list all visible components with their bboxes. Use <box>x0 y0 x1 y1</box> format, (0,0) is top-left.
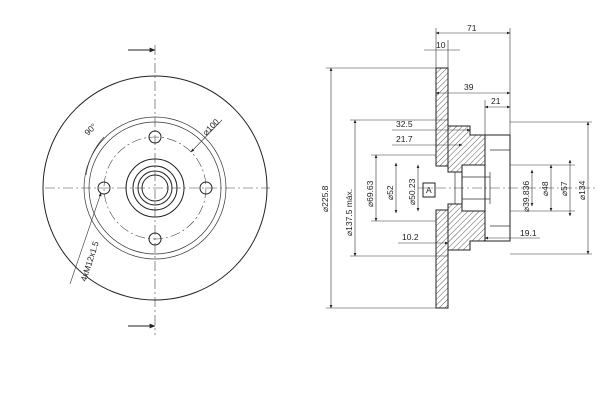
dim-10-label: 10 <box>436 40 446 50</box>
section-view: A 71 10 39 21 32.5 21.7 10.2 19.1 ⌀225.8… <box>320 23 595 309</box>
bolt-hole-right <box>199 181 213 195</box>
dim-21-label: 21 <box>491 96 501 106</box>
dim-69-63-label: ⌀69.63 <box>365 180 375 207</box>
bolt-hole-left <box>97 181 111 195</box>
dim-10-2-label: 10.2 <box>402 232 419 242</box>
dim-21-7-label: 21.7 <box>396 134 413 144</box>
dim-19-1-label: 19.1 <box>520 228 537 238</box>
pcd-leader <box>190 119 223 153</box>
dim-32-5-label: 32.5 <box>396 119 413 129</box>
pcd-label: ⌀100 <box>200 117 221 138</box>
datum-label: A <box>426 185 432 195</box>
angle-label: 90° <box>82 121 98 137</box>
dim-52-label: ⌀52 <box>385 185 395 200</box>
bolt-label: 4xM12x1.5 <box>78 240 100 283</box>
dim-39-label: 39 <box>464 82 474 92</box>
hat-outer-edge <box>88 121 222 255</box>
datum-box <box>422 182 436 198</box>
braking-track-inner-edge <box>83 116 227 260</box>
bolt-pitch-circle <box>103 136 207 240</box>
hub-ring-3 <box>137 170 173 206</box>
bolt-hole-bottom <box>148 232 162 246</box>
dim-39-836-label: ⌀39.836 <box>521 181 531 212</box>
disc-flange-lower <box>435 209 449 309</box>
hub-outer-ring <box>125 158 185 218</box>
dim-50-23-label: ⌀50.23 <box>407 178 417 205</box>
disc-flange-upper <box>435 67 449 167</box>
disc-outer-edge <box>42 75 268 301</box>
dim-225-8-label: ⌀225.8 <box>320 185 330 212</box>
dim-137-5-label: ⌀137.5 máx. <box>344 189 354 236</box>
dim-48-label: ⌀48 <box>540 181 550 196</box>
angle-arc <box>85 136 105 176</box>
dim-57-label: ⌀57 <box>559 181 569 196</box>
dim-71-label: 71 <box>467 23 477 33</box>
hub-ring-2 <box>132 165 178 211</box>
dim-134-label: ⌀134 <box>577 180 587 200</box>
hub-bore-step <box>461 164 486 212</box>
hub-outline <box>485 134 511 242</box>
front-view: 90° ⌀100 4xM12x1.5 <box>42 45 270 335</box>
bolt-hole-top <box>148 130 162 144</box>
bolt-leader <box>69 192 102 285</box>
center-bore <box>141 174 169 202</box>
